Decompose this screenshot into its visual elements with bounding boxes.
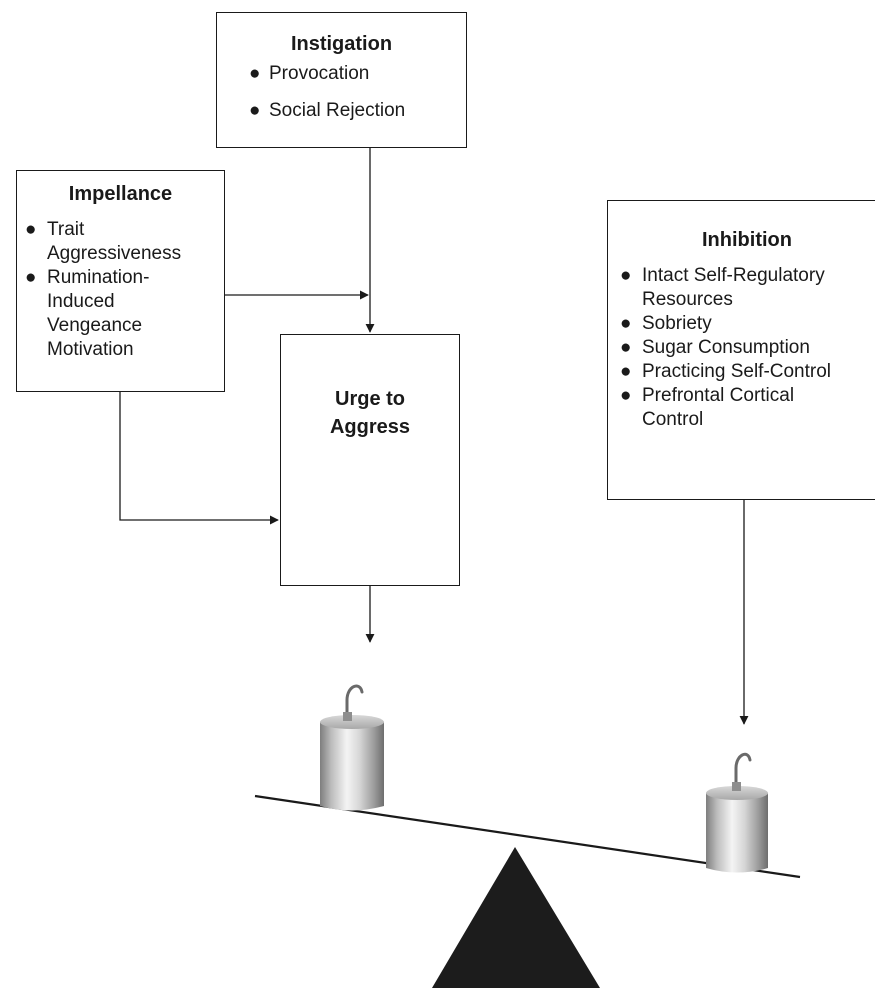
- impellance-box: Impellance ● Trait Aggressiveness ● Rumi…: [16, 170, 225, 392]
- impellance-to-urge-arrow: [119, 392, 279, 525]
- list-item: ● Practicing Self-Control: [620, 361, 832, 382]
- list-item: ● Prefrontal Cortical Control: [620, 385, 795, 430]
- list-item: ● Sugar Consumption: [620, 337, 810, 358]
- triangle-fulcrum-icon: [432, 847, 600, 988]
- bullet-icon: ●: [25, 219, 37, 240]
- list-item: ● Rumination- Induced Vengeance Motivati…: [25, 267, 150, 360]
- bullet-icon: ●: [25, 267, 37, 288]
- impellance-list: ● Trait Aggressiveness ● Rumination- Ind…: [17, 218, 224, 362]
- instigation-title: Instigation: [290, 33, 393, 55]
- list-item: ●Provocation: [249, 63, 370, 84]
- left-weight-icon: [320, 684, 384, 811]
- right-weight-icon: [706, 752, 768, 873]
- bullet-icon: ●: [249, 100, 261, 121]
- bullet-icon: ●: [620, 265, 632, 286]
- instigation-list: ●Provocation ●Social Rejection: [217, 62, 466, 123]
- urge-title: Urge to Aggress: [329, 388, 411, 438]
- bullet-icon: ●: [620, 337, 632, 358]
- list-item: ● Sobriety: [620, 313, 712, 334]
- list-item: ● Trait Aggressiveness: [25, 219, 182, 264]
- bullet-icon: ●: [249, 63, 261, 84]
- bullet-icon: ●: [620, 361, 632, 382]
- instigation-box: Instigation ●Provocation ●Social Rejecti…: [216, 12, 467, 148]
- inhibition-box: Inhibition ● Intact Self-Regulatory Reso…: [607, 200, 875, 500]
- impellance-title: Impellance: [68, 183, 173, 205]
- inhibition-list: ● Intact Self-Regulatory Resources ● Sob…: [608, 264, 875, 432]
- inhibition-title: Inhibition: [702, 229, 792, 251]
- urge-to-aggress-box: Urge to Aggress: [280, 334, 460, 586]
- list-item: ●Social Rejection: [249, 100, 406, 121]
- list-item: ● Intact Self-Regulatory Resources: [620, 265, 825, 310]
- bullet-icon: ●: [620, 385, 632, 406]
- bullet-icon: ●: [620, 313, 632, 334]
